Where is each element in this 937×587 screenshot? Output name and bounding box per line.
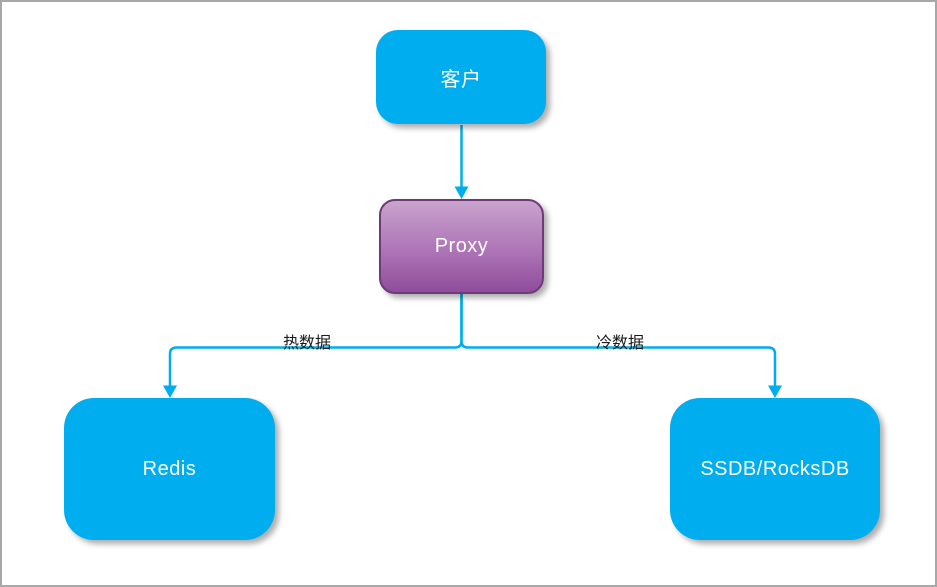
node-redis: Redis bbox=[64, 398, 275, 540]
arrowhead-proxy-to-redis-icon bbox=[163, 385, 177, 398]
node-client-label: 客户 bbox=[440, 68, 482, 91]
node-ssdb: SSDB/RocksDB bbox=[670, 398, 880, 540]
node-proxy-label: Proxy bbox=[434, 235, 489, 257]
node-redis-label: Redis bbox=[142, 457, 197, 480]
arrowhead-proxy-to-ssdb-icon bbox=[768, 385, 782, 398]
edge-label-cold-data: 冷数据 bbox=[596, 335, 645, 352]
node-client: 客户 bbox=[376, 30, 546, 124]
arrowhead-client-to-proxy-icon bbox=[454, 186, 469, 199]
edge-label-hot-data: 热数据 bbox=[283, 335, 332, 352]
node-ssdb-label: SSDB/RocksDB bbox=[700, 457, 850, 480]
node-proxy: Proxy bbox=[379, 199, 544, 294]
